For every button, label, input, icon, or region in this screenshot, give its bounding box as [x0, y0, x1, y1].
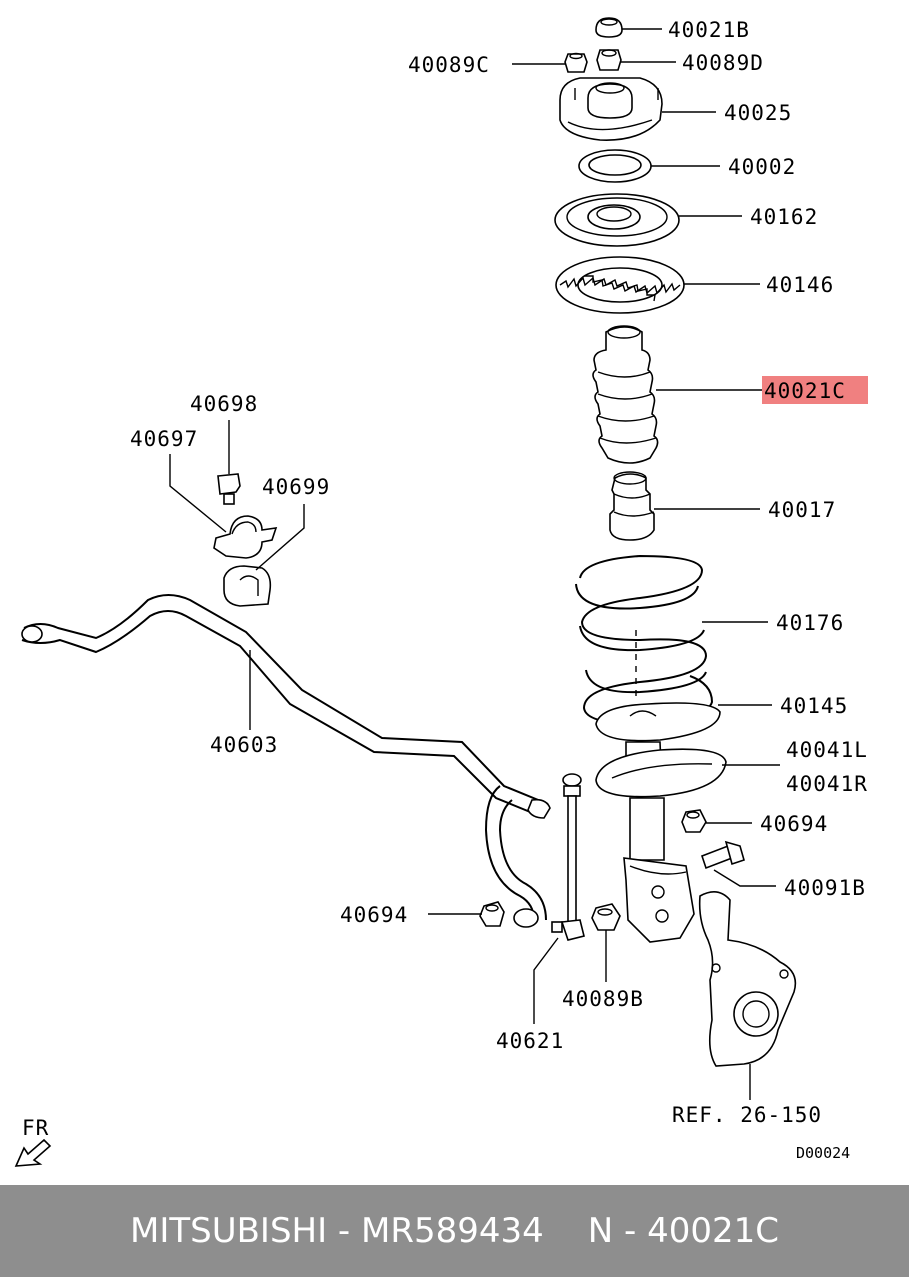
bracket-40697 — [213, 515, 278, 559]
part-highlight — [762, 376, 868, 404]
label-40694-right: 40694 — [760, 812, 828, 836]
label-40176: 40176 — [776, 611, 844, 635]
stabilizer-bar-40603 — [21, 594, 551, 928]
label-40145: 40145 — [780, 694, 848, 718]
diagram-code: D00024 — [796, 1144, 850, 1162]
part-info-bar: MITSUBISHI - MR589434 N - 40021C — [0, 1185, 909, 1277]
front-arrow-icon — [14, 1138, 52, 1167]
bolt-40091b — [700, 840, 745, 870]
label-40697: 40697 — [130, 427, 198, 451]
label-40091b: 40091B — [784, 876, 866, 900]
label-40025: 40025 — [724, 101, 792, 125]
strut-body — [595, 741, 727, 943]
label-ref-26-150: REF. 26-150 — [672, 1103, 822, 1127]
label-40146: 40146 — [766, 273, 834, 297]
nut-40694-right — [681, 809, 707, 833]
label-40089b: 40089B — [562, 987, 644, 1011]
nut-40089d — [596, 49, 622, 71]
parts-diagram: 40021B 40089C 40089D 40025 40002 40162 4… — [14, 17, 868, 1167]
label-40089d: 40089D — [682, 51, 764, 75]
stabilizer-link-40621 — [551, 773, 585, 941]
label-40041l: 40041L — [786, 738, 868, 762]
leader-lines — [169, 28, 780, 1100]
label-40021b: 40021B — [668, 18, 750, 42]
bump-stop-40017 — [609, 471, 655, 541]
diagram-reference: N - 40021C — [587, 1211, 779, 1251]
dust-cap-40021b — [595, 17, 623, 38]
knuckle-ref-26-150 — [698, 891, 797, 1067]
bolt-40698 — [217, 473, 241, 505]
nut-40694-left — [479, 901, 505, 927]
strut-mount-40025 — [559, 77, 663, 141]
spring-pad-40145 — [595, 702, 721, 742]
label-fr: FR — [22, 1116, 49, 1140]
nut-40089b — [591, 903, 621, 931]
spring-pad-40146 — [555, 256, 685, 314]
label-40603: 40603 — [210, 733, 278, 757]
label-40021c: 40021C — [764, 379, 846, 403]
label-40621: 40621 — [496, 1029, 564, 1053]
label-40694-left: 40694 — [340, 903, 408, 927]
label-40017: 40017 — [768, 498, 836, 522]
brand-part-number: MITSUBISHI - MR589434 — [130, 1211, 544, 1251]
dust-boot-40021c — [592, 325, 659, 464]
bushing-40699 — [223, 565, 272, 607]
label-40698: 40698 — [190, 392, 258, 416]
washer-40002 — [578, 149, 652, 183]
spring-seat-40162 — [554, 193, 680, 247]
coil-spring-40176 — [575, 554, 714, 726]
label-40699: 40699 — [262, 475, 330, 499]
label-40002: 40002 — [728, 155, 796, 179]
label-40162: 40162 — [750, 205, 818, 229]
label-40041r: 40041R — [786, 772, 868, 796]
label-40089c: 40089C — [408, 53, 490, 77]
nut-40089c — [564, 52, 588, 73]
